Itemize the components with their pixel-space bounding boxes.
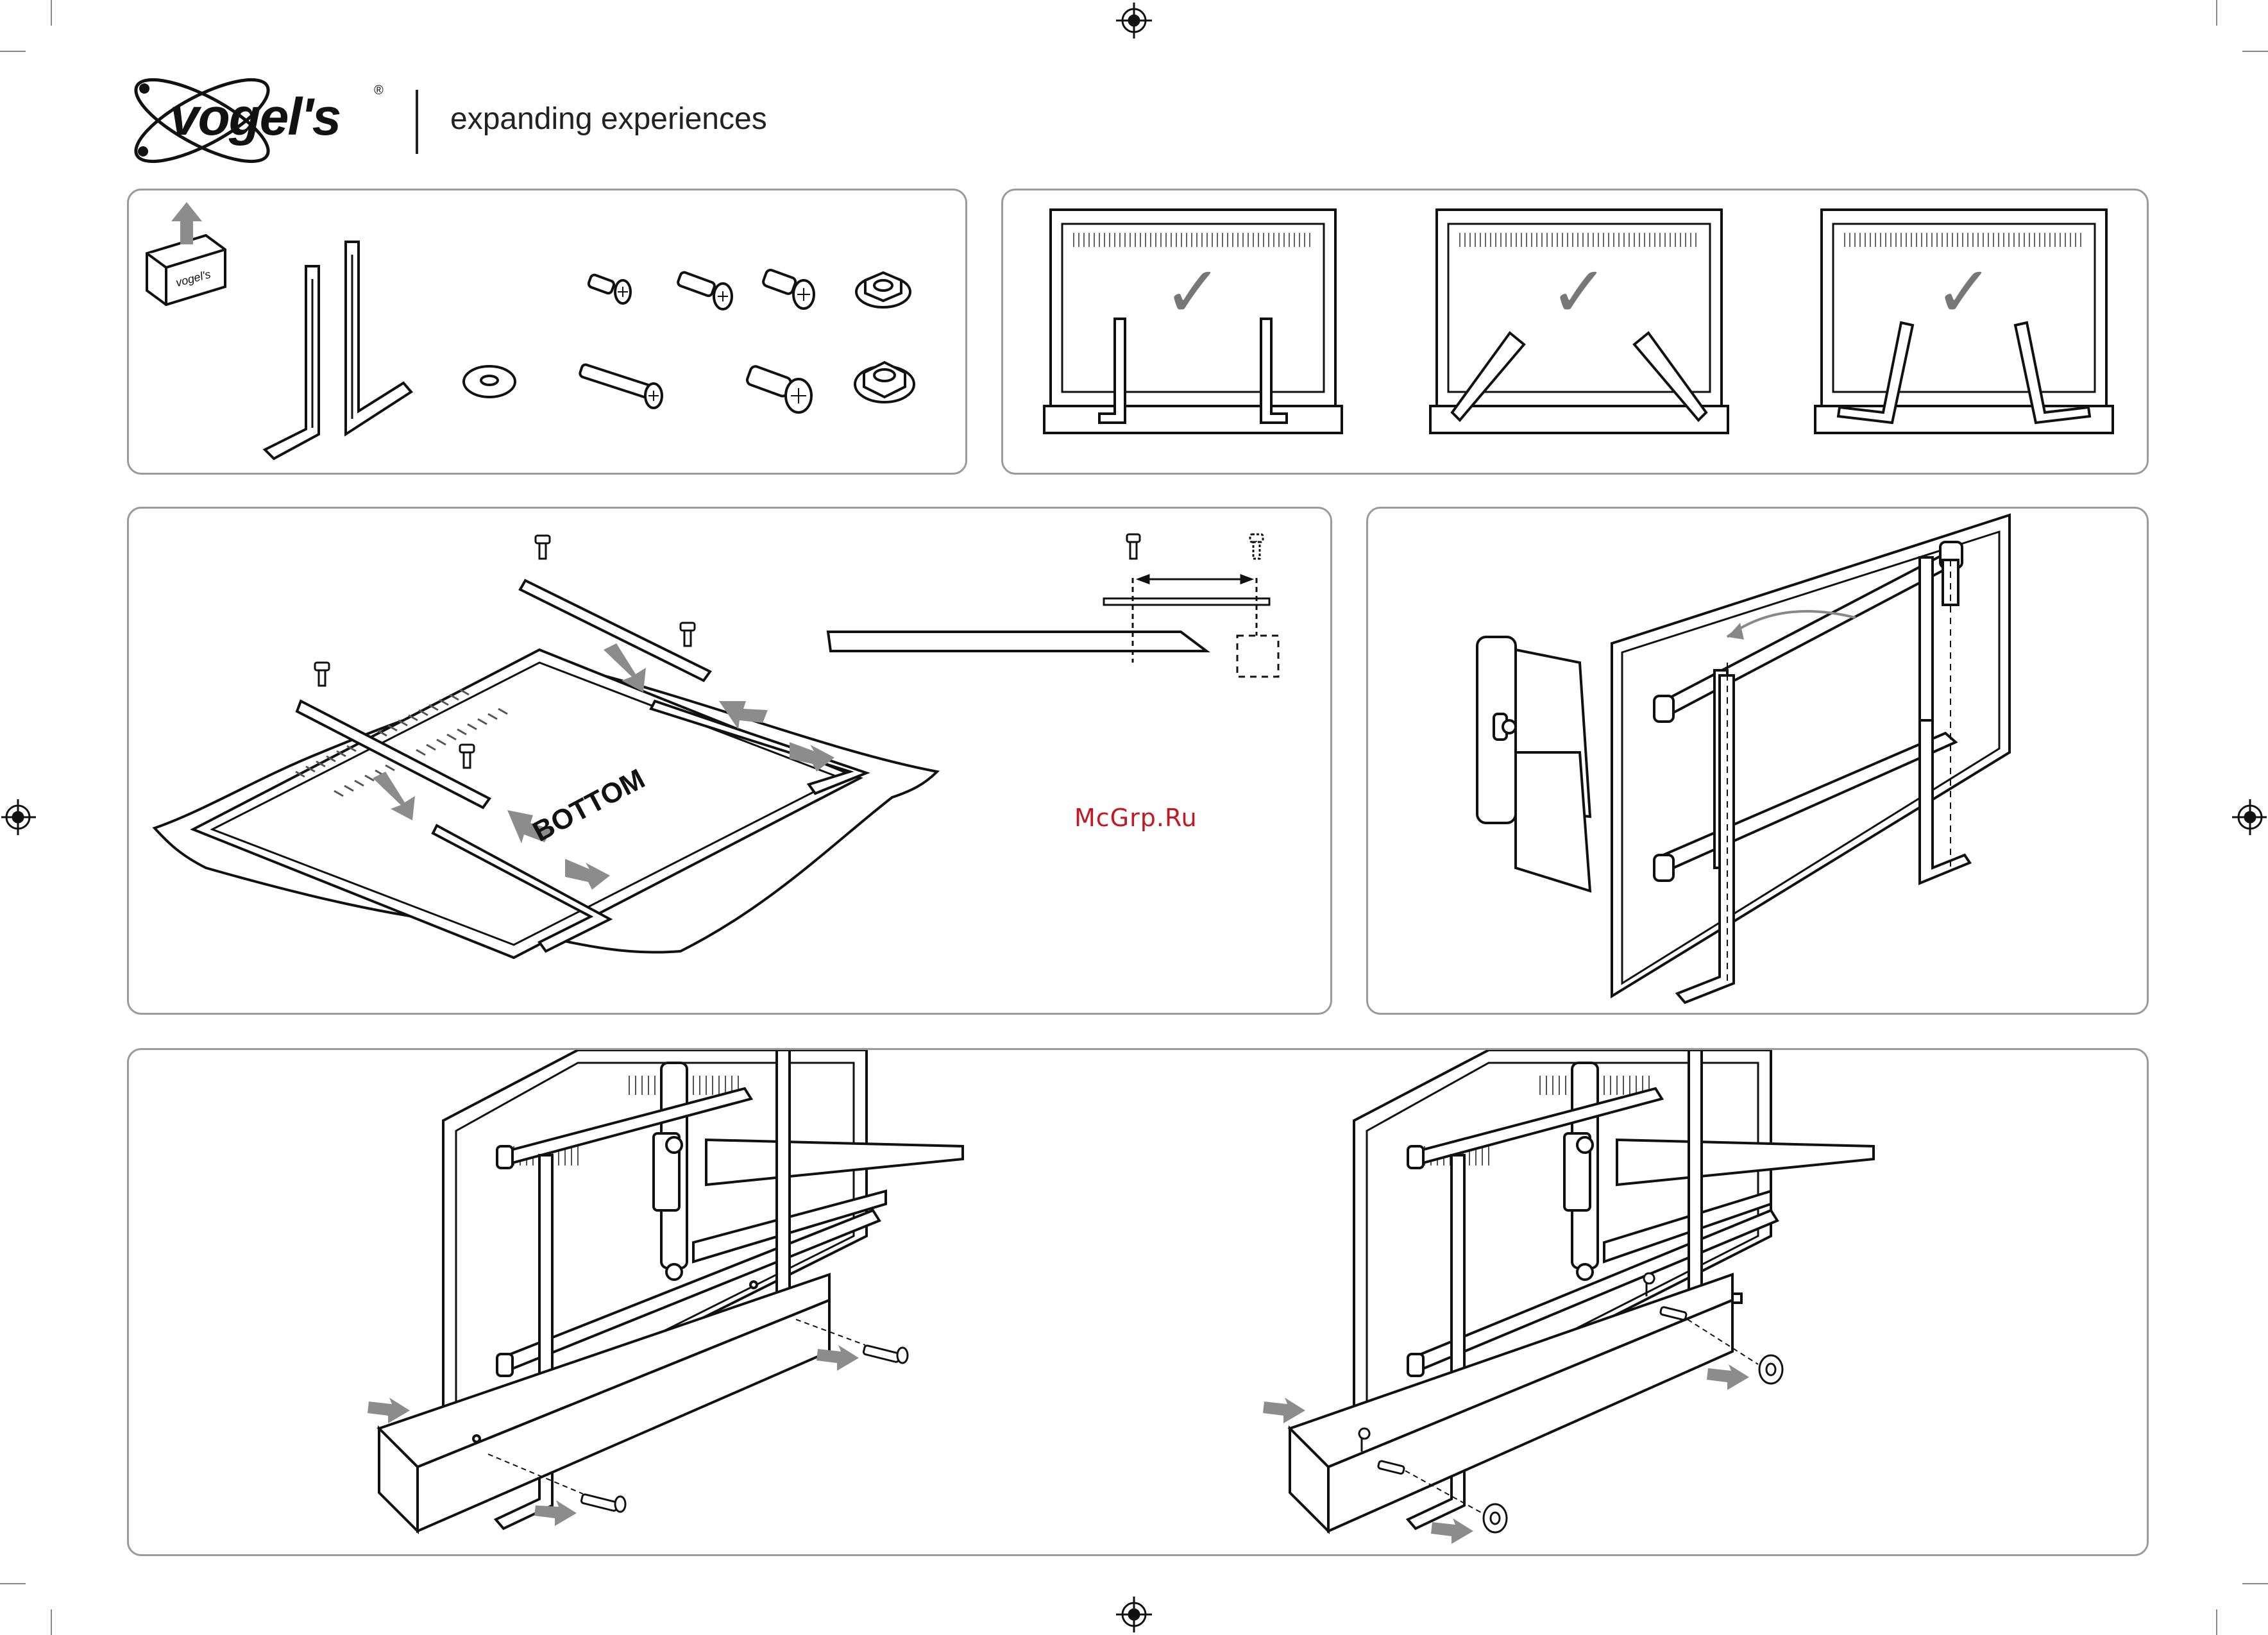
panel-soundbar-attach [127,1048,2149,1556]
screw-icon [579,364,662,408]
check-icon: ✓ [1550,253,1609,332]
screw-icon [588,274,630,303]
vent-grille [1074,233,1310,247]
arm-mount-illustration [1368,509,2149,1015]
soundbar [1044,406,1342,433]
registration-mark-icon [1116,1597,1152,1632]
nut-icon [855,362,914,402]
panel-parts: vogel's [127,189,967,475]
brand-logo: vogel's ® [125,69,407,172]
tv-back [193,650,860,958]
screw-detail [828,534,1278,677]
panel-orientations: ✓ ✓ [1001,189,2149,475]
header-divider [416,90,418,154]
brand-name: vogel's [170,87,340,148]
registration-mark-icon [1,799,36,835]
vent-grille [1460,233,1696,247]
wall-arm [1477,637,1590,891]
watermark: McGrp.Ru [1074,804,1197,832]
bracket-icon [265,266,319,459]
check-icon: ✓ [1934,253,1993,332]
washer-icon [464,366,515,397]
check-icon: ✓ [1164,253,1223,332]
soundbar [1430,406,1728,433]
panel-tv-arm-mount [1366,507,2149,1015]
nut-icon [856,273,910,307]
orientations-illustration: ✓ ✓ [1003,191,2149,475]
registration-mark-icon [1116,3,1152,38]
registered-mark: ® [374,83,384,98]
attach-brackets-illustration: BOTTOM [129,509,1332,1015]
soundbar-attach-illustration [129,1050,2149,1556]
screw-icon [677,271,732,309]
bracket-icon [346,242,411,434]
registration-mark-icon [2232,799,2267,835]
tagline: expanding experiences [450,101,767,137]
screw-icon [746,365,811,412]
panel-attach-brackets: BOTTOM [127,507,1332,1015]
screw-icon [762,269,814,309]
vent-grille [1845,233,2081,247]
parts-illustration: vogel's [129,191,967,475]
package-box-icon: vogel's [147,235,225,305]
